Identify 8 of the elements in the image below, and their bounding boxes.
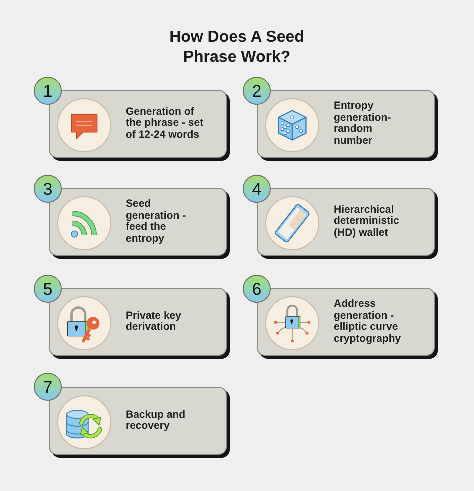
step-description: Generation of the phrase - set of 12-24 words	[126, 106, 205, 142]
step-description: Private key derivation	[126, 310, 182, 334]
step-description: Entropy generation-random number	[334, 101, 392, 147]
title: How Does A Seed Phrase Work?	[168, 28, 306, 68]
step-description: Seed generation - feed the entropy	[126, 199, 188, 245]
step-description: Address generation - elliptic curve cryptography	[334, 299, 402, 345]
step-description: Backup and recovery	[126, 410, 187, 432]
step-description: Hierarchical deterministic (HD) wallet	[334, 204, 400, 240]
